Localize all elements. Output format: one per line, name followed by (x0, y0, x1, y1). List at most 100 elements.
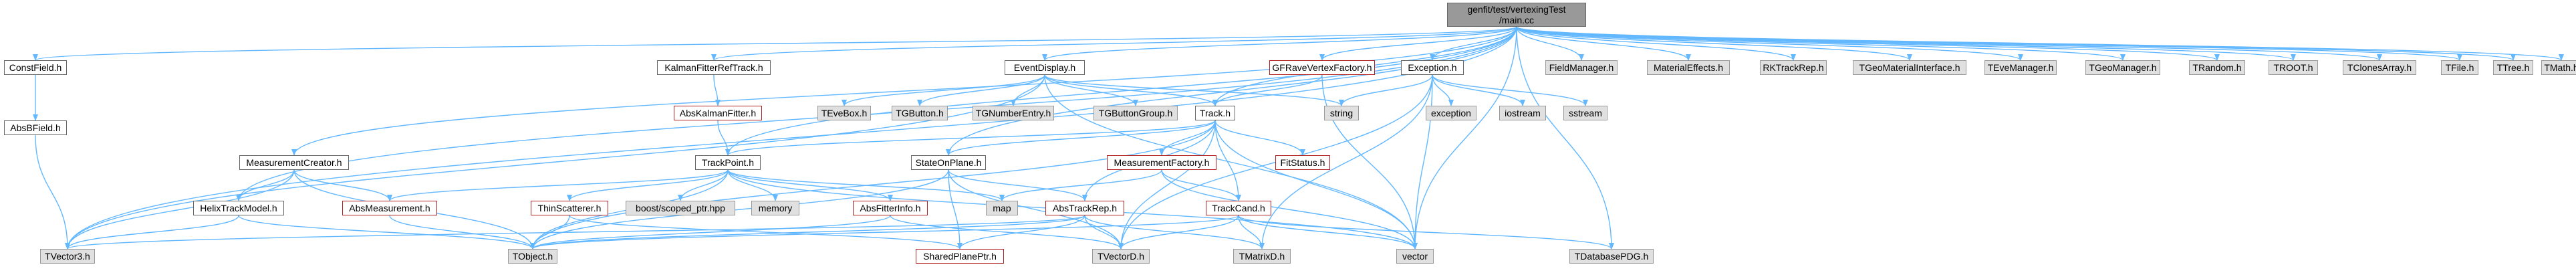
edge-stateonplane-to-tvectord (948, 169, 1124, 250)
node-tmatrixd[interactable]: TMatrixD.h (1233, 249, 1291, 264)
node-tevebox[interactable]: TEveBox.h (817, 106, 871, 120)
node-tobject[interactable]: TObject.h (508, 249, 557, 264)
node-absmeasurement[interactable]: AbsMeasurement.h (342, 201, 437, 215)
edge-root-to-constfield (33, 26, 1517, 61)
node-sstream[interactable]: sstream (1563, 106, 1607, 120)
edge-root-to-vector (1412, 26, 1517, 250)
node-root[interactable]: genfit/test/vertexingTest/main.cc (1447, 3, 1586, 27)
node-gfravevertexfactory[interactable]: GFRaveVertexFactory.h (1269, 60, 1375, 75)
edge-trackpoint-to-absfitterinfo (727, 169, 893, 201)
node-abskalmanfitter[interactable]: AbsKalmanFitter.h (674, 106, 762, 120)
node-label: TEveBox.h (821, 107, 868, 118)
edge-root-to-troot (1516, 26, 2296, 61)
edge-measurementfactory-to-trackcand (1161, 169, 1241, 201)
edge-eventdisplay-to-tvector3 (65, 74, 1045, 250)
node-iostream[interactable]: iostream (1499, 106, 1546, 120)
edge-abstrackrep-to-tmatrixd (1084, 215, 1265, 250)
node-label: MeasurementFactory.h (1114, 157, 1210, 168)
node-measurementfactory[interactable]: MeasurementFactory.h (1107, 155, 1216, 170)
node-tgbutton[interactable]: TGButton.h (892, 106, 948, 120)
edge-gfravevertexfactory-to-vector (1321, 74, 1418, 250)
node-label: RKTrackRep.h (1763, 62, 1824, 73)
edge-trackcand-to-vector (1238, 215, 1418, 250)
node-measurementcreator[interactable]: MeasurementCreator.h (239, 155, 349, 170)
node-fitstatus[interactable]: FitStatus.h (1275, 155, 1330, 170)
node-exception[interactable]: exception (1426, 106, 1476, 120)
node-tvectord[interactable]: TVectorD.h (1092, 249, 1150, 264)
node-trackcand[interactable]: TrackCand.h (1206, 201, 1271, 215)
node-tgeomaterialinterface[interactable]: TGeoMaterialInterface.h (1853, 60, 1966, 75)
node-troot[interactable]: TROOT.h (2269, 60, 2318, 75)
edge-trackcand-to-tmatrixd (1238, 215, 1265, 250)
edge-abstrackrep-to-sharedplaneptr (957, 215, 1085, 250)
node-absbfield[interactable]: AbsBField.h (4, 120, 67, 135)
node-abstrackrep[interactable]: AbsTrackRep.h (1045, 201, 1124, 215)
node-kalmanfitterreftrack[interactable]: KalmanFitterRefTrack.h (657, 60, 771, 75)
node-label: sstream (1569, 107, 1602, 118)
node-materialeffects[interactable]: MaterialEffects.h (1647, 60, 1730, 75)
edge-trackpoint-to-absmeasurement (387, 169, 729, 201)
node-tgeomanager[interactable]: TGeoManager.h (2085, 60, 2160, 75)
node-label: TrackCand.h (1212, 202, 1265, 213)
edge-trackcand-to-tvectord (1118, 215, 1239, 250)
node-eventdisplay[interactable]: EventDisplay.h (1005, 60, 1085, 75)
node-label: TMatrixD.h (1239, 250, 1285, 262)
node-tclonesarray[interactable]: TClonesArray.h (2343, 60, 2416, 75)
edge-exception-to-sstream (1432, 74, 1588, 106)
node-constfield[interactable]: ConstField.h (4, 60, 67, 75)
edge-track-to-vector (1214, 120, 1418, 250)
edge-root-to-fieldmanager (1516, 26, 1584, 61)
edge-track-to-fitstatus (1214, 120, 1305, 156)
edge-trackpoint-to-map (727, 169, 1005, 201)
edge-helixtrackmodel-to-tvector3 (65, 215, 239, 250)
edge-exception-to-tmatrixd (1259, 74, 1433, 250)
edge-stateonplane-to-abstrackrep (948, 169, 1087, 201)
edge-root-to-materialeffects (1516, 26, 1691, 61)
node-fieldmanager[interactable]: FieldManager.h (1545, 60, 1618, 75)
node-stateonplane[interactable]: StateOnPlane.h (911, 155, 986, 170)
node-tmath[interactable]: TMath.h (2541, 60, 2576, 75)
node-ttree[interactable]: TTree.h (2493, 60, 2533, 75)
node-exception[interactable]: Exception.h (1401, 60, 1464, 75)
node-tdatabasepdg[interactable]: TDatabasePDG.h (1569, 249, 1654, 264)
node-boost[interactable]: boost/scoped_ptr.hpp (626, 201, 735, 215)
node-label: ThinScatterer.h (537, 202, 602, 213)
node-label: StateOnPlane.h (915, 157, 982, 168)
node-track[interactable]: Track.h (1195, 106, 1235, 120)
node-string[interactable]: string (1324, 106, 1359, 120)
node-label: ConstField.h (9, 62, 62, 73)
node-trandom[interactable]: TRandom.h (2189, 60, 2245, 75)
node-label: AbsMeasurement.h (349, 202, 430, 213)
edge-trackpoint-to-thinscatterer (567, 169, 729, 201)
node-label: exception (1431, 107, 1471, 118)
node-rktrackrep[interactable]: RKTrackRep.h (1760, 60, 1827, 75)
node-sharedplaneptr[interactable]: SharedPlanePtr.h (916, 249, 1004, 264)
node-label: TGNumberEntry.h (975, 107, 1051, 118)
node-tevemanager[interactable]: TEveManager.h (1984, 60, 2057, 75)
edge-stateonplane-to-sharedplaneptr (948, 169, 962, 250)
node-vector[interactable]: vector (1396, 249, 1434, 264)
edge-measurementfactory-to-map (999, 169, 1162, 201)
node-label: iostream (1505, 107, 1541, 118)
node-tfile[interactable]: TFile.h (2441, 60, 2478, 75)
edge-kalmanfitterreftrack-to-abskalmanfitter (713, 74, 721, 106)
edge-root-to-tdatabasepdg (1516, 26, 1614, 250)
node-label: TMath.h (2544, 62, 2576, 73)
node-tgnumberentry[interactable]: TGNumberEntry.h (973, 106, 1054, 120)
edge-eventdisplay-to-tevebox (842, 74, 1045, 106)
node-label: AbsKalmanFitter.h (679, 107, 757, 118)
edge-root-to-tevemanager (1516, 26, 2023, 61)
node-label: FieldManager.h (1549, 62, 1614, 73)
node-tgbuttongroup[interactable]: TGButtonGroup.h (1093, 106, 1178, 120)
node-map[interactable]: map (986, 201, 1018, 215)
node-helixtrackmodel[interactable]: HelixTrackModel.h (193, 201, 284, 215)
node-label: MaterialEffects.h (1653, 62, 1723, 73)
node-memory[interactable]: memory (751, 201, 799, 215)
node-trackpoint[interactable]: TrackPoint.h (695, 155, 761, 170)
node-thinscatterer[interactable]: ThinScatterer.h (531, 201, 608, 215)
node-label: TVectorD.h (1097, 250, 1145, 262)
edge-abstrackrep-to-tobject (530, 215, 1085, 250)
node-label: Exception.h (1408, 62, 1457, 73)
node-tvector3[interactable]: TVector3.h (40, 249, 95, 264)
node-absfitterinfo[interactable]: AbsFitterInfo.h (853, 201, 928, 215)
